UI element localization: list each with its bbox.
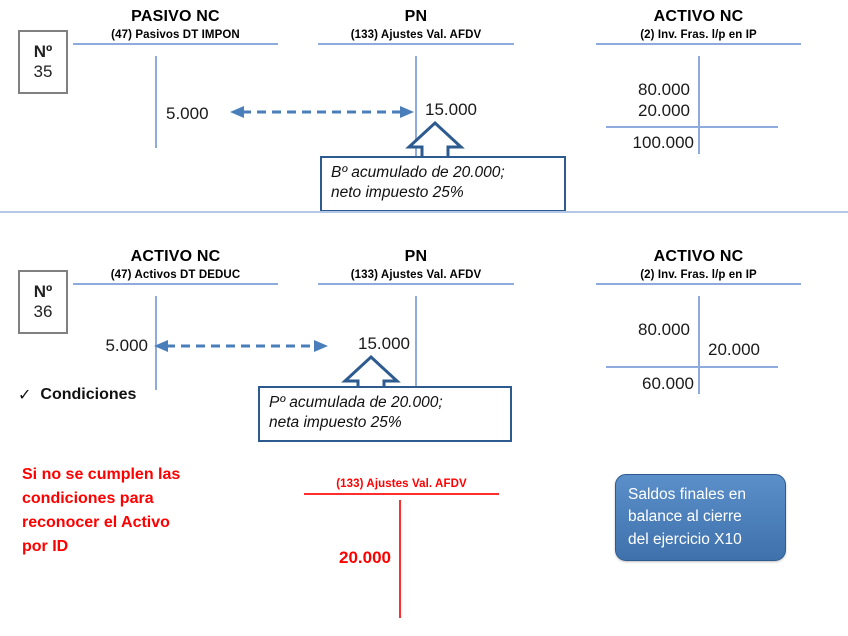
t-account-activo-nc-36: ACTIVO NC (47) Activos DT DEDUC bbox=[73, 248, 278, 285]
t-account-debit-amount: 5.000 bbox=[105, 336, 148, 355]
t-account-title: PASIVO NC bbox=[131, 8, 220, 25]
t-account-credit-amount: 20.000 bbox=[708, 340, 760, 359]
t-account-subtitle: (2) Inv. Fras. l/p en IP bbox=[640, 269, 757, 281]
entry-number-symbol: Nº bbox=[33, 282, 53, 302]
t-account-title: PN bbox=[404, 8, 428, 25]
t-account-credit-amount: 5.000 bbox=[166, 104, 209, 123]
t-account-title: ACTIVO NC bbox=[130, 248, 221, 265]
saldos-finales-box: Saldos finales en balance al cierre del … bbox=[615, 474, 786, 562]
entry-number-value: 35 bbox=[33, 62, 53, 81]
t-account-top-rule bbox=[73, 283, 278, 285]
t-account-debit-amount: 80.000 bbox=[638, 80, 690, 99]
t-account-top-rule bbox=[73, 43, 278, 45]
t-account-stem-pn-35 bbox=[415, 56, 417, 171]
t-account-balance-amount: 60.000 bbox=[642, 374, 694, 393]
t-account-subtitle: (47) Pasivos DT IMPON bbox=[111, 29, 240, 41]
t-account-pn-36: PN (133) Ajustes Val. AFDV bbox=[318, 248, 514, 285]
t-account-pasivo-nc-35: PASIVO NC (47) Pasivos DT IMPON bbox=[73, 8, 278, 45]
entry-number-symbol: Nº bbox=[33, 42, 53, 62]
t-account-subtitle: (2) Inv. Fras. l/p en IP bbox=[640, 29, 757, 41]
t-account-debit-amount: 15.000 bbox=[358, 334, 410, 353]
t-account-pn-35: PN (133) Ajustes Val. AFDV bbox=[318, 8, 514, 45]
condiciones-label: Condiciones bbox=[40, 386, 137, 403]
t-account-top-rule bbox=[318, 283, 514, 285]
dashed-double-arrow-36 bbox=[152, 339, 330, 353]
check-icon: ✓ bbox=[18, 387, 32, 404]
section-divider bbox=[0, 211, 848, 213]
t-account-stem-activo-nc-2-36 bbox=[698, 296, 700, 394]
t-account-subtitle: (133) Ajustes Val. AFDV bbox=[350, 29, 482, 41]
entry-number-box-36: Nº 36 bbox=[18, 270, 68, 334]
entry-number-value: 36 bbox=[33, 302, 53, 321]
t-account-balance-amount: 100.000 bbox=[632, 133, 694, 152]
t-account-debit-amount: 20.000 bbox=[638, 101, 690, 120]
t-account-activo-nc-35: ACTIVO NC (2) Inv. Fras. l/p en IP bbox=[596, 8, 801, 45]
t-account-stem-pasivo-nc-35 bbox=[155, 56, 157, 148]
t-account-activo-nc-2-36: ACTIVO NC (2) Inv. Fras. l/p en IP bbox=[596, 248, 801, 285]
t-account-title: ACTIVO NC bbox=[653, 8, 744, 25]
t-account-credit-amount: 15.000 bbox=[425, 100, 477, 119]
dashed-double-arrow-35 bbox=[228, 105, 416, 119]
t-account-subtotal-rule bbox=[606, 366, 778, 368]
t-account-stem-activo-nc-35 bbox=[698, 56, 700, 154]
callout-box-35: Bº acumulado de 20.000; neto impuesto 25… bbox=[320, 156, 566, 212]
t-account-red-ajustes-val-afdv: (133) Ajustes Val. AFDV bbox=[304, 478, 499, 495]
t-account-title: PN bbox=[404, 248, 428, 265]
t-account-stem-activo-nc-36 bbox=[155, 296, 157, 390]
t-account-stem-pn-36 bbox=[415, 296, 417, 396]
t-account-top-rule bbox=[596, 43, 801, 45]
t-account-stem-red bbox=[399, 500, 401, 618]
red-note-text: Si no se cumplen las condiciones para re… bbox=[22, 466, 181, 555]
t-account-debit-amount: 80.000 bbox=[638, 320, 690, 339]
t-account-debit-amount-red: 20.000 bbox=[339, 548, 391, 567]
t-account-subtitle: (133) Ajustes Val. AFDV bbox=[336, 478, 467, 490]
t-account-subtitle: (133) Ajustes Val. AFDV bbox=[350, 269, 482, 281]
t-account-top-rule bbox=[318, 43, 514, 45]
t-account-top-rule bbox=[596, 283, 801, 285]
callout-box-36: Pº acumulada de 20.000; neta impuesto 25… bbox=[258, 386, 512, 442]
t-account-subtotal-rule bbox=[606, 126, 778, 128]
t-account-top-rule bbox=[304, 493, 499, 495]
t-account-subtitle: (47) Activos DT DEDUC bbox=[110, 269, 241, 281]
t-account-title: ACTIVO NC bbox=[653, 248, 744, 265]
condiciones-row: ✓ Condiciones bbox=[18, 385, 136, 405]
entry-number-box-35: Nº 35 bbox=[18, 30, 68, 94]
